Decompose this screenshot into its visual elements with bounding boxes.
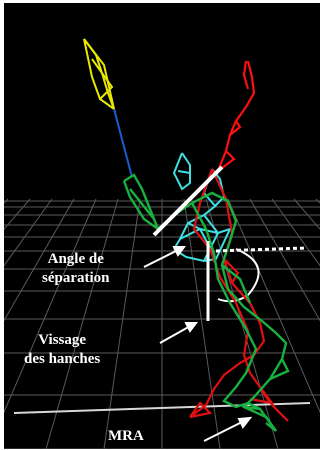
shoulder-axis-line	[152, 165, 224, 237]
hip-twist-label-line1: Vissage	[38, 332, 87, 348]
grid-line	[183, 198, 221, 449]
right-arm-red	[216, 60, 256, 172]
grid-line	[4, 198, 97, 414]
hip-twist-label: Vissage des hanches	[24, 331, 100, 369]
separation-arrow	[143, 248, 181, 268]
grid-line	[103, 198, 141, 449]
grid-line	[271, 198, 320, 267]
floor-grid	[4, 198, 320, 449]
hips-arrow	[159, 324, 193, 344]
motion-capture-scene: Angle de séparation Vissage des hanches …	[4, 3, 320, 449]
mra-arrow	[203, 420, 245, 442]
green-skeleton	[122, 173, 290, 432]
floor-edge-line	[13, 402, 311, 414]
annotation-arrows	[143, 246, 253, 442]
separation-angle-label-line2: séparation	[42, 270, 110, 286]
forearm-link	[113, 108, 133, 178]
mra-arrowhead	[237, 416, 253, 429]
separation-angle-label-line1: Angle de	[47, 251, 104, 267]
reference-dotted-line	[215, 246, 307, 253]
left-arm-yellow	[83, 38, 117, 112]
hips-arrowhead	[184, 322, 198, 333]
grid-line	[227, 198, 320, 414]
grid-line	[4, 198, 53, 267]
grid-line	[45, 198, 119, 449]
mra-label: MRA	[108, 428, 144, 444]
grid-line	[4, 198, 75, 322]
skeleton-canvas	[4, 38, 320, 449]
separation-angle-label: Angle de séparation	[42, 250, 110, 288]
grid-line	[249, 198, 320, 322]
hip-twist-label-line2: des hanches	[24, 351, 101, 367]
separation-arrowhead	[172, 246, 186, 257]
